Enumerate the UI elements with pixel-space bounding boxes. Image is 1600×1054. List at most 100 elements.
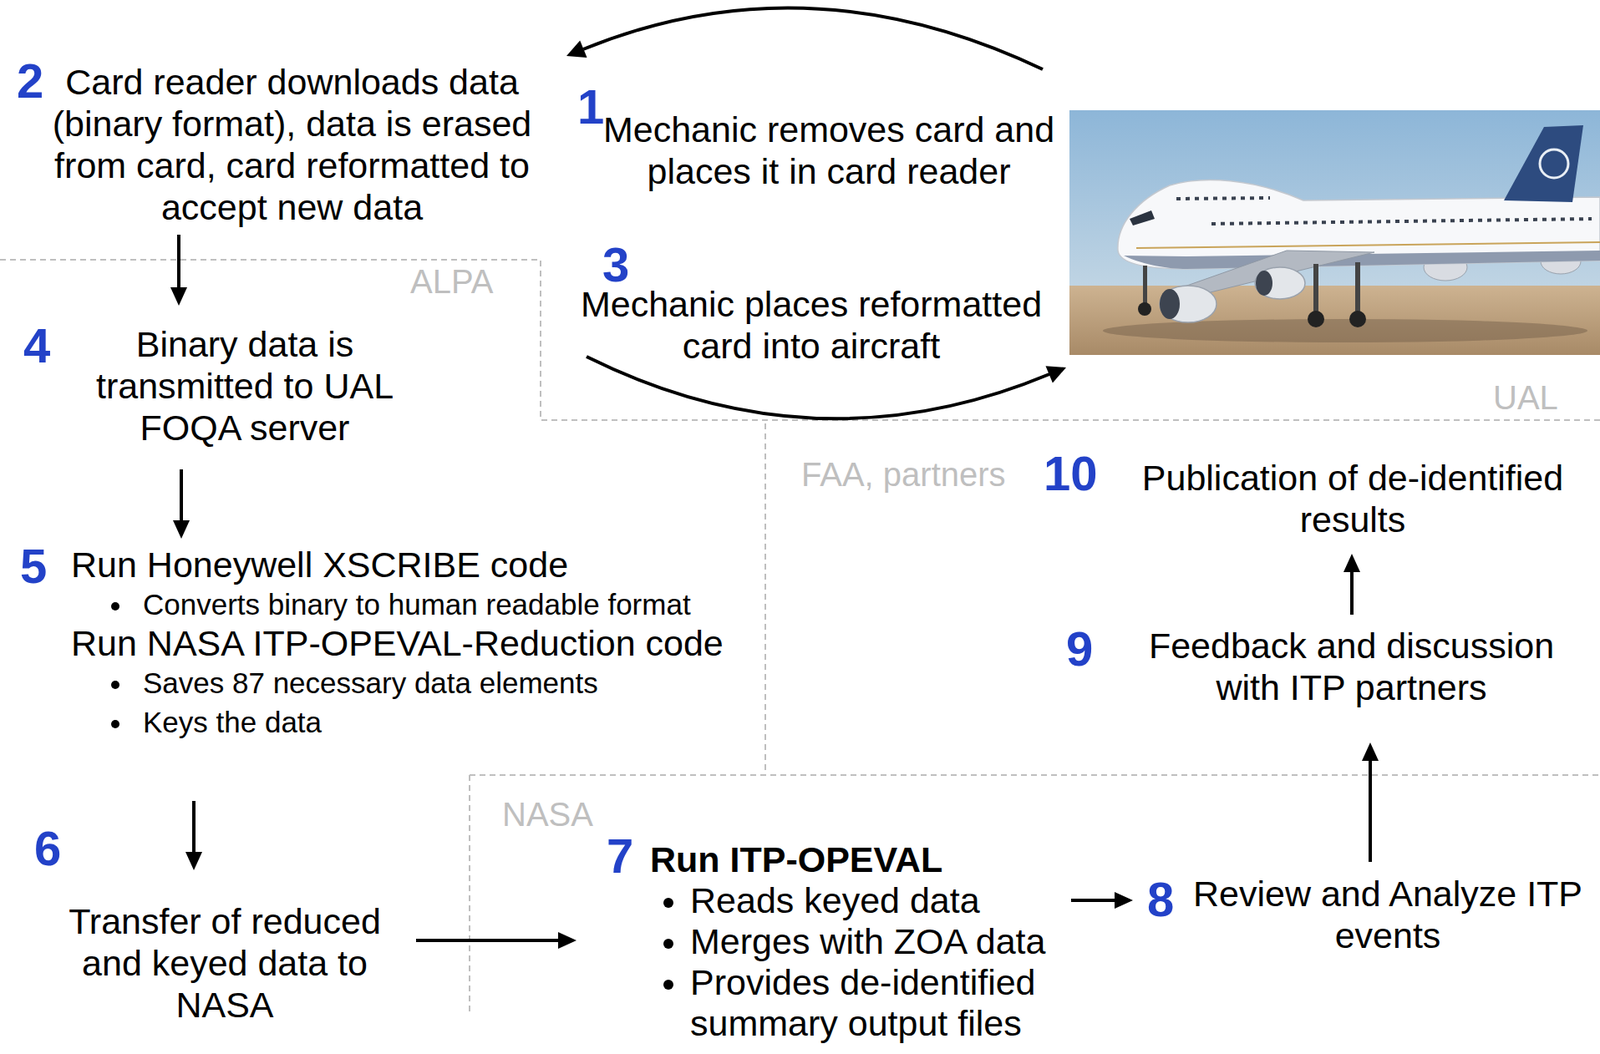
- step-text: Mechanic places reformatted card into ai…: [573, 283, 1050, 367]
- bullet-text: Merges with ZOA data: [690, 921, 1058, 963]
- flow-arrow: [170, 234, 188, 306]
- plane-engine-inlet: [1159, 289, 1180, 320]
- bullet-dot: [111, 720, 120, 729]
- region-boundary: [469, 774, 1600, 777]
- step-text: Run Honeywell XSCRIBE code: [71, 545, 757, 585]
- bullet-text: Converts binary to human readable format: [142, 584, 757, 625]
- step-text: Mechanic removes card and places it in c…: [594, 108, 1063, 193]
- plane-shadow: [1102, 319, 1588, 343]
- cycle-arrow: [566, 7, 1067, 419]
- bullet-text: Reads keyed data: [690, 880, 1058, 922]
- step-title: Run ITP-OPEVAL: [650, 839, 1058, 881]
- photo-sky: [1069, 110, 1600, 356]
- arrow-head: [1361, 742, 1379, 762]
- step-text: Feedback and discussion with ITP partner…: [1144, 624, 1559, 709]
- bullet-dot: [111, 680, 120, 690]
- step-block: 7Run ITP-OPEVALReads keyed dataMerges wi…: [650, 839, 1058, 1045]
- arrow-head: [1343, 553, 1361, 573]
- arrow-head: [558, 932, 577, 950]
- plane-gear: [1355, 262, 1361, 315]
- bullet-dot: [663, 980, 674, 991]
- bullet-item: Saves 87 necessary data elements: [71, 663, 757, 703]
- cycle-arrow: [586, 356, 1050, 419]
- plane-tail: [1503, 125, 1584, 203]
- region-boundary: [764, 423, 767, 776]
- plane-wheel: [1137, 302, 1152, 316]
- plane-gear: [1142, 265, 1148, 306]
- flow-arrow: [185, 801, 203, 871]
- bullet-item: Converts binary to human readable format: [71, 584, 757, 625]
- step-number: 8: [1147, 875, 1174, 925]
- arrow-head: [172, 520, 190, 539]
- arrow-head: [1046, 365, 1067, 383]
- bullet-dot: [663, 898, 674, 909]
- step-block: 10Publication of de-identified results: [1135, 457, 1570, 541]
- bullet-text: Provides de-identified summary output fi…: [690, 962, 1058, 1045]
- flow-arrow: [1343, 553, 1361, 615]
- plane-gear: [1313, 264, 1319, 315]
- plane-cockpit: [1129, 210, 1155, 226]
- flow-arrow: [172, 469, 190, 539]
- bullet-item: Keys the data: [71, 702, 757, 742]
- plane-tail-logo: [1539, 149, 1569, 178]
- flow-line: [416, 939, 560, 943]
- step-number: 3: [602, 240, 630, 290]
- bullet-dot: [663, 939, 674, 950]
- step-block: 1Mechanic removes card and places it in …: [594, 108, 1063, 193]
- bullet-dot: [111, 602, 120, 611]
- bullet-item: Merges with ZOA data: [650, 921, 1058, 963]
- region-label: ALPA: [410, 262, 493, 301]
- plane-cheatline: [1136, 242, 1600, 249]
- step-number: 9: [1066, 624, 1093, 674]
- step-number: 2: [16, 56, 44, 106]
- region-boundary: [468, 775, 471, 1013]
- cycle-arrow: [583, 7, 1043, 70]
- step-block: 8Review and Analyze ITP events: [1188, 873, 1587, 957]
- step-text: Publication of de-identified results: [1135, 457, 1570, 541]
- plane-windows: [1176, 198, 1270, 199]
- step-text: Run NASA ITP-OPEVAL-Reduction code: [71, 624, 757, 664]
- photo-ground: [1069, 285, 1600, 356]
- step-block: 4Binary data is transmitted to UAL FOQA …: [86, 323, 404, 449]
- bullet-text: Keys the data: [142, 702, 757, 742]
- arrow-head: [1114, 892, 1133, 910]
- step-number: 7: [606, 832, 634, 881]
- plane-wheel: [1307, 310, 1325, 328]
- bullet-item: Reads keyed data: [650, 880, 1058, 922]
- step-block: 5Run Honeywell XSCRIBE codeConverts bina…: [71, 545, 757, 742]
- step-block: 9Feedback and discussion with ITP partne…: [1144, 624, 1559, 709]
- region-label: NASA: [502, 795, 594, 834]
- step-block: 2Card reader downloads data (binary form…: [43, 60, 541, 229]
- flow-arrow: [1361, 742, 1379, 863]
- step-text: Card reader downloads data (binary forma…: [43, 60, 541, 229]
- flow-line: [1071, 899, 1117, 903]
- step-number: 6: [34, 824, 61, 874]
- flow-line: [1350, 570, 1354, 615]
- flow-line: [1368, 759, 1372, 863]
- arrow-head: [566, 40, 588, 58]
- bullet-item: Provides de-identified summary output fi…: [650, 962, 1058, 1045]
- flow-arrow: [1071, 892, 1133, 910]
- plane-engine: [1159, 285, 1217, 323]
- arrow-head: [185, 852, 203, 871]
- step-block: 6Transfer of reduced and keyed data to N…: [61, 900, 388, 1027]
- plane-wheel: [1349, 310, 1367, 328]
- flow-line: [192, 801, 196, 854]
- bullet-text: Saves 87 necessary data elements: [142, 663, 757, 703]
- arrow-head: [170, 287, 188, 306]
- step-block: 3Mechanic places reformatted card into a…: [573, 283, 1050, 367]
- plane-engine: [1254, 267, 1306, 300]
- flow-line: [179, 469, 183, 523]
- step-number: 10: [1043, 449, 1098, 498]
- step-number: 5: [20, 542, 47, 591]
- flow-line: [177, 234, 181, 290]
- step-text: Binary data is transmitted to UAL FOQA s…: [86, 323, 404, 449]
- region-boundary: [0, 259, 1600, 1013]
- step-text: Transfer of reduced and keyed data to NA…: [61, 900, 388, 1027]
- step-text: Review and Analyze ITP events: [1188, 873, 1587, 957]
- region-label: FAA, partners: [801, 455, 1006, 494]
- step-number: 4: [23, 321, 51, 371]
- region-label: UAL: [1493, 378, 1559, 417]
- flow-arrow: [416, 932, 577, 950]
